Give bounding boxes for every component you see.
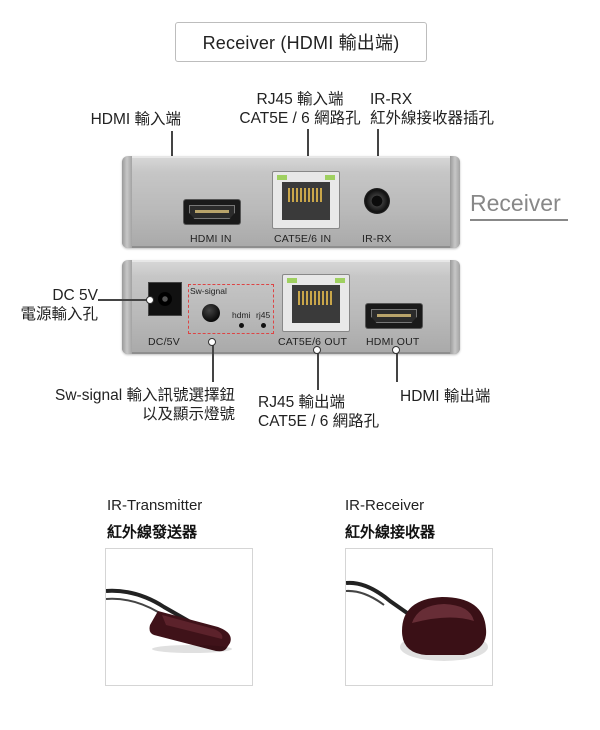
ir-transmitter-subtitle: 紅外線發送器	[107, 524, 198, 541]
callout-dc: DC 5V 電源輸入孔	[20, 286, 98, 324]
ir-receiver-title: IR-Receiver	[345, 497, 425, 514]
leader-rj45-in	[307, 129, 309, 165]
callout-hdmi-in: HDMI 輸入端	[90, 111, 181, 128]
callout-rj45-in-line2: CAT5E / 6 網路孔	[239, 110, 361, 127]
callout-sw-signal: Sw-signal 輸入訊號選擇鈕 以及顯示燈號	[55, 386, 235, 424]
leader-dot-rj45-out	[313, 346, 321, 354]
callout-rj45-in-line1: RJ45 輸入端	[256, 91, 344, 108]
callout-rj45-out-line1: RJ45 輸出端	[258, 394, 345, 411]
callout-ir-rx: IR-RX 紅外線接收器插孔	[370, 90, 494, 128]
callout-ir-rx-line2: 紅外線接收器插孔	[370, 110, 495, 127]
leader-ir-rx	[377, 129, 379, 182]
callout-sw-signal-line2: 以及顯示燈號	[141, 406, 235, 423]
ir-transmitter-photo	[105, 548, 253, 686]
sw-signal-button	[202, 304, 220, 322]
ir-receiver-subtitle: 紅外線接收器	[345, 524, 436, 541]
leader-sw-signal	[212, 342, 214, 382]
hdmi-in-port	[184, 200, 240, 224]
hdmi-out-label: HDMI OUT	[366, 336, 420, 348]
chassis-rail-left	[122, 260, 132, 354]
receiver-back-panel: DC/5V Sw-signal hdmi rj45 CAT5E/6 OUT HD…	[122, 260, 460, 354]
leader-hdmi-out	[396, 350, 398, 382]
dc-label: DC/5V	[148, 336, 180, 348]
hdmi-out-port	[366, 304, 422, 328]
rj45-in-port	[272, 171, 340, 229]
rj45-led-label: rj45	[256, 310, 271, 320]
rj45-led-indicator	[261, 323, 266, 328]
cat-in-label: CAT5E/6 IN	[274, 233, 332, 245]
callout-rj45-out-line2: CAT5E / 6 網路孔	[258, 413, 380, 430]
ir-rx-jack	[364, 188, 390, 214]
hdmi-in-label: HDMI IN	[190, 233, 232, 245]
callout-dc-line2: 電源輸入孔	[20, 306, 98, 323]
cat-out-label: CAT5E/6 OUT	[278, 336, 348, 348]
callout-dc-line1: DC 5V	[52, 287, 98, 304]
callout-rj45-out: RJ45 輸出端 CAT5E / 6 網路孔	[258, 393, 379, 431]
leader-rj45-out	[317, 350, 319, 390]
leader-dot-hdmi-out	[392, 346, 400, 354]
callout-rj45-in: RJ45 輸入端 CAT5E / 6 網路孔	[210, 90, 390, 128]
ir-transmitter-title: IR-Transmitter	[107, 497, 203, 514]
sw-signal-label: Sw-signal	[190, 286, 227, 296]
hdmi-led-label: hdmi	[232, 310, 251, 320]
receiver-side-label: Receiver	[470, 190, 561, 216]
chassis-rail-right	[450, 260, 460, 354]
hdmi-led-indicator	[239, 323, 244, 328]
leader-dot-dc	[146, 296, 154, 304]
diagram-title: Receiver (HDMI 輸出端)	[175, 22, 427, 62]
leader-dc	[98, 299, 148, 301]
receiver-side-underline	[470, 219, 568, 221]
callout-sw-signal-line1: Sw-signal 輸入訊號選擇鈕	[55, 387, 235, 404]
ir-receiver-image	[346, 580, 488, 661]
ir-rx-label: IR-RX	[362, 233, 392, 245]
sw-signal-highlight	[188, 284, 274, 334]
callout-ir-rx-line1: IR-RX	[370, 91, 413, 108]
chassis-rail-left	[122, 156, 132, 248]
callout-hdmi-out: HDMI 輸出端	[400, 388, 491, 405]
leader-dot-sw-signal	[208, 338, 216, 346]
ir-transmitter-image	[106, 588, 232, 653]
receiver-front-panel: HDMI IN CAT5E/6 IN IR-RX	[122, 156, 460, 248]
chassis-rail-right	[450, 156, 460, 248]
rj45-out-port	[282, 274, 350, 332]
ir-receiver-photo	[345, 548, 493, 686]
